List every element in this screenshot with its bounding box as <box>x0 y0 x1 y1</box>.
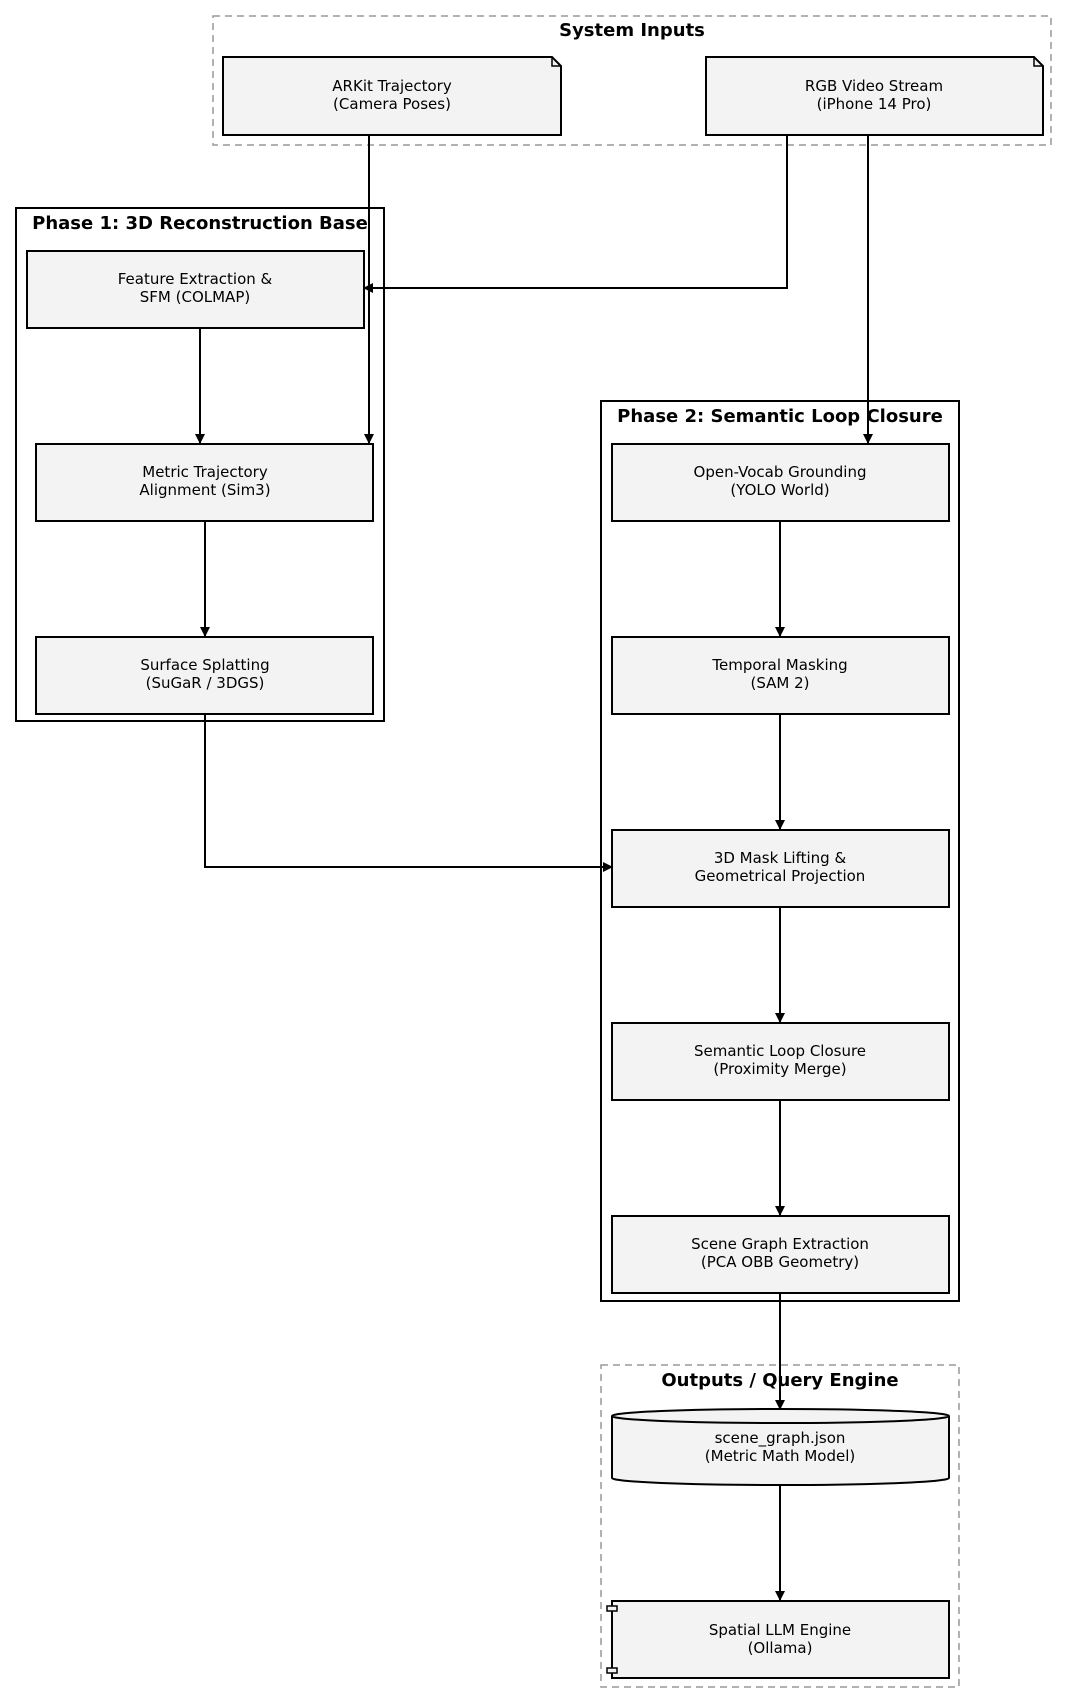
edges <box>195 135 873 1601</box>
node-feature-extraction: Feature Extraction & SFM (COLMAP) <box>26 250 365 329</box>
node-scene-graph-extraction: Scene Graph Extraction (PCA OBB Geometry… <box>611 1215 950 1294</box>
node-surface-line2: (SuGaR / 3DGS) <box>146 674 265 692</box>
node-temporal-masking: Temporal Masking (SAM 2) <box>611 636 950 715</box>
node-llm-line1: Spatial LLM Engine <box>709 1621 851 1639</box>
node-json-line1: scene_graph.json <box>715 1429 846 1448</box>
edge-surface-to-masklift <box>204 714 613 872</box>
node-rgb-video-stream: RGB Video Stream (iPhone 14 Pro) <box>705 56 1044 136</box>
node-openvocab-line2: (YOLO World) <box>730 481 829 499</box>
node-metric-line1: Metric Trajectory <box>142 463 268 481</box>
component-tab-top <box>606 1605 618 1612</box>
node-scenegraph-line2: (PCA OBB Geometry) <box>701 1253 859 1271</box>
node-temporal-line2: (SAM 2) <box>750 674 809 692</box>
node-feature-line2: SFM (COLMAP) <box>140 288 250 306</box>
node-json-line2: (Metric Math Model) <box>705 1447 855 1465</box>
node-feature-line1: Feature Extraction & <box>118 270 273 288</box>
node-open-vocab-grounding: Open-Vocab Grounding (YOLO World) <box>611 443 950 522</box>
node-loopclosure-line2: (Proximity Merge) <box>713 1060 846 1078</box>
node-metric-trajectory-alignment: Metric Trajectory Alignment (Sim3) <box>35 443 374 522</box>
node-openvocab-line1: Open-Vocab Grounding <box>694 463 867 481</box>
node-scenegraph-line1: Scene Graph Extraction <box>691 1235 869 1253</box>
node-arkit-trajectory: ARKit Trajectory (Camera Poses) <box>222 56 562 136</box>
node-rgb-line1: RGB Video Stream <box>805 77 943 95</box>
cluster-title-phase-1: Phase 1: 3D Reconstruction Base <box>32 213 368 234</box>
cluster-phase-1: Phase 1: 3D Reconstruction Base <box>15 207 385 722</box>
cluster-title-phase-2: Phase 2: Semantic Loop Closure <box>617 406 943 427</box>
node-3d-mask-lifting: 3D Mask Lifting & Geometrical Projection <box>611 829 950 908</box>
node-arkit-line1: ARKit Trajectory <box>332 77 452 95</box>
node-loopclosure-line1: Semantic Loop Closure <box>694 1042 866 1060</box>
node-surface-splatting: Surface Splatting (SuGaR / 3DGS) <box>35 636 374 715</box>
node-llm-line2: (Ollama) <box>748 1639 813 1657</box>
node-rgb-line2: (iPhone 14 Pro) <box>817 95 932 113</box>
node-arkit-line2: (Camera Poses) <box>333 95 451 113</box>
node-semantic-loop-closure: Semantic Loop Closure (Proximity Merge) <box>611 1022 950 1101</box>
cluster-system-inputs: System Inputs <box>212 15 1052 146</box>
node-surface-line1: Surface Splatting <box>140 656 269 674</box>
component-tab-bottom <box>606 1667 618 1674</box>
edge-rgb-to-feature <box>363 135 788 293</box>
node-temporal-line1: Temporal Masking <box>711 656 847 674</box>
node-metric-line2: Alignment (Sim3) <box>139 481 270 499</box>
cluster-title-system-inputs: System Inputs <box>559 20 705 41</box>
node-masklift-line1: 3D Mask Lifting & <box>714 849 847 867</box>
node-masklift-line2: Geometrical Projection <box>695 867 866 885</box>
node-scene-graph-json: scene_graph.json (Metric Math Model) <box>611 1408 950 1486</box>
node-spatial-llm-engine: Spatial LLM Engine (Ollama) <box>606 1600 950 1679</box>
